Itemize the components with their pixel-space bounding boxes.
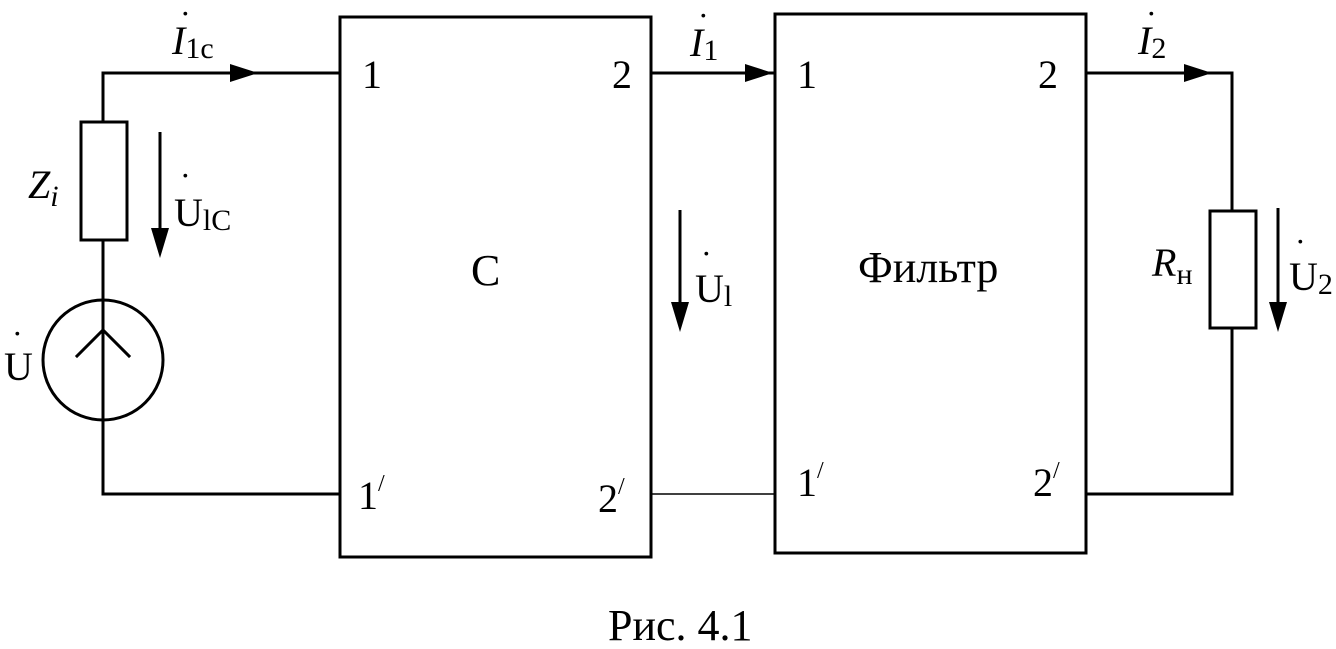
label-source-voltage: · U: [4, 315, 33, 389]
svg-text:U: U: [4, 344, 33, 389]
wire-output-bottom: [1084, 326, 1234, 496]
svg-text:·: ·: [698, 0, 709, 33]
block-filter-label: Фильтр: [858, 243, 998, 292]
voltage-label-u2: · U2: [1289, 223, 1333, 301]
wire-input-bottom: [101, 418, 342, 496]
current-label-i2: · I2: [1137, 0, 1166, 65]
port-filter-in-bottom: 1/: [797, 458, 824, 505]
wire-output-top: [1084, 71, 1234, 213]
svg-text:U2: U2: [1289, 254, 1333, 301]
figure-caption: Рис. 4.1: [608, 601, 753, 649]
voltage-source: [41, 298, 165, 422]
svg-text:I1: I1: [689, 20, 718, 67]
current-arrow-i1c-icon: [230, 64, 258, 82]
block-filter: [773, 12, 1088, 555]
block-c-label: C: [471, 246, 500, 295]
block-c: [338, 15, 653, 559]
voltage-arrow-u1-icon: [671, 210, 689, 332]
voltage-arrow-u2-icon: [1269, 208, 1287, 332]
label-zi: Zi: [28, 162, 59, 213]
svg-text:·: ·: [180, 157, 191, 193]
svg-text:·: ·: [180, 0, 191, 31]
svg-text:·: ·: [1146, 0, 1157, 31]
svg-text:·: ·: [12, 315, 23, 351]
voltage-source-arrow-icon: [74, 327, 132, 359]
svg-text:Ul: Ul: [695, 266, 732, 313]
svg-text:UlC: UlC: [174, 190, 231, 237]
current-label-i1: · I1: [689, 0, 718, 67]
svg-text:I1c: I1c: [171, 18, 214, 65]
port-filter-in-top: 1: [797, 52, 817, 97]
port-c-in-top: 1: [362, 52, 382, 97]
wires: [101, 71, 1234, 496]
port-filter-out-bottom: 2/: [1033, 458, 1060, 505]
port-filter-out-top: 2: [1038, 52, 1058, 97]
label-load: Rн: [1151, 240, 1193, 291]
svg-text:I2: I2: [1137, 18, 1166, 65]
svg-text:·: ·: [1295, 223, 1306, 259]
current-arrow-i2-icon: [1184, 64, 1212, 82]
voltage-label-u1: · Ul: [695, 235, 732, 313]
current-arrow-i1-icon: [745, 64, 773, 82]
voltage-label-u1c: · UlC: [174, 157, 231, 237]
svg-text:·: ·: [701, 235, 712, 271]
voltage-arrow-u1c-icon: [151, 132, 169, 258]
current-label-i1c: · I1c: [171, 0, 214, 65]
port-c-in-bottom: 1/: [358, 471, 385, 518]
wire-input-top: [101, 71, 342, 124]
port-c-out-top: 2: [612, 52, 632, 97]
resistor-zi: [79, 120, 129, 242]
port-c-out-bottom: 2/: [598, 474, 625, 521]
resistor-load: [1208, 209, 1258, 330]
